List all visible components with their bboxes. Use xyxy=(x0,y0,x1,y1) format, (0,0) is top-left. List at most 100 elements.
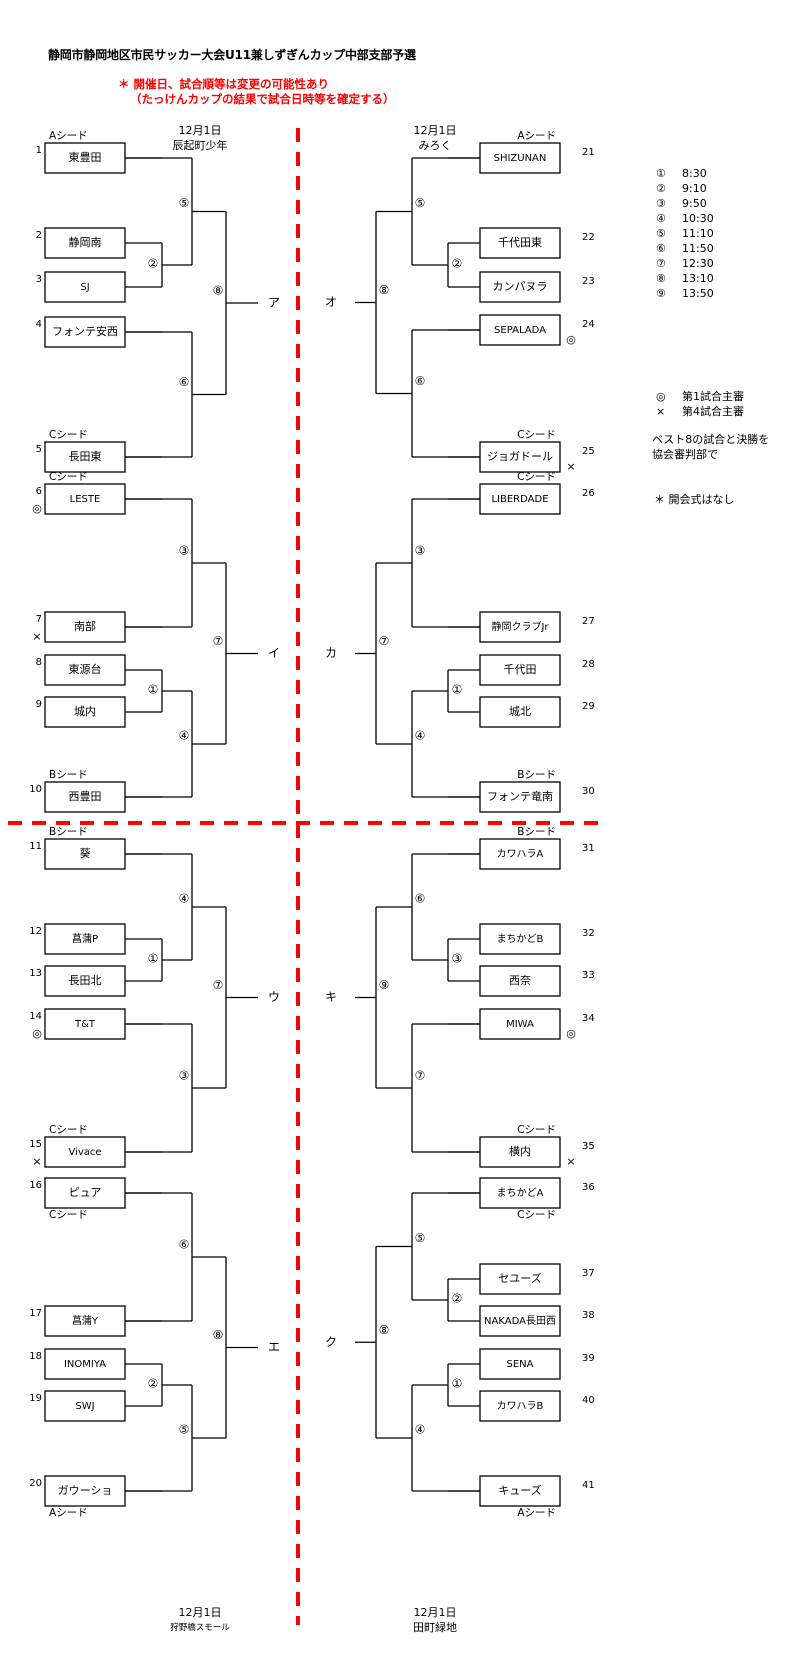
team-number: 2 xyxy=(36,230,42,241)
team-name: 千代田 xyxy=(504,663,537,676)
match-number: ⑤ xyxy=(415,1231,426,1245)
team-box xyxy=(479,781,561,813)
team-box xyxy=(479,923,561,955)
seed-label: Bシード xyxy=(517,769,556,781)
match-number: ③ xyxy=(179,1069,190,1083)
team-number: 28 xyxy=(582,659,595,670)
header-top-left-date: 12月1日 xyxy=(178,124,222,137)
team-name: カンパヌラ xyxy=(493,280,548,293)
seed-label: Aシード xyxy=(517,1507,556,1519)
team-name: LESTE xyxy=(70,494,101,505)
team-name: MIWA xyxy=(506,1019,534,1030)
match-number: ⑥ xyxy=(179,1238,190,1252)
team-number: 10 xyxy=(29,784,42,795)
team-number: 14 xyxy=(29,1011,42,1022)
team-box xyxy=(479,1008,561,1040)
match-number: ⑦ xyxy=(213,978,224,992)
team-box xyxy=(479,314,561,346)
header-bottom-right-date: 12月1日 xyxy=(413,1606,457,1619)
team-number: 15 xyxy=(29,1139,42,1150)
team-number: 24 xyxy=(582,319,595,330)
team-number: 4 xyxy=(36,319,42,330)
match-number: ② xyxy=(452,1292,463,1306)
team-number: 41 xyxy=(582,1480,595,1491)
match-number: ④ xyxy=(415,729,426,743)
match-number: ⑤ xyxy=(415,196,426,210)
team-name: SENA xyxy=(507,1359,534,1370)
seed-label: Cシード xyxy=(49,471,88,483)
seed-label: Cシード xyxy=(517,429,556,441)
team-name: 城内 xyxy=(74,704,96,718)
match-number: ⑦ xyxy=(213,634,224,648)
seed-label: Bシード xyxy=(49,769,88,781)
match-number: ⑥ xyxy=(415,892,426,906)
team-box xyxy=(44,611,126,643)
match-number: ② xyxy=(148,1377,159,1391)
seed-label: Cシード xyxy=(517,1124,556,1136)
team-name: セユーズ xyxy=(498,1271,541,1285)
team-box xyxy=(479,1475,561,1507)
block-label: カ xyxy=(325,646,337,660)
seed-label: Cシード xyxy=(49,429,88,441)
team-box xyxy=(44,965,126,997)
team-number: 31 xyxy=(582,843,595,854)
team-number: 9 xyxy=(36,699,42,710)
match-number: ⑧ xyxy=(213,284,224,298)
change-notice-detail: （たっけんカップの結果で試合日時等を確定する） xyxy=(130,92,395,106)
seed-label: Cシード xyxy=(49,1124,88,1136)
team-number: 25 xyxy=(582,446,595,457)
header-bottom-left-date: 12月1日 xyxy=(178,1606,222,1619)
team-name: 西奈 xyxy=(509,973,531,987)
team-box xyxy=(479,227,561,259)
team-number: 37 xyxy=(582,1268,595,1279)
team-name: 南部 xyxy=(74,619,96,633)
team-number: 38 xyxy=(582,1310,595,1321)
match-number: ② xyxy=(452,257,463,271)
referee-mark: × xyxy=(32,1155,41,1168)
team-name: 菖蒲P xyxy=(72,932,98,945)
referee-mark: × xyxy=(32,630,41,643)
block-label: エ xyxy=(268,1340,280,1354)
team-name: SHIZUNAN xyxy=(494,153,547,164)
team-box xyxy=(479,1348,561,1380)
team-number: 26 xyxy=(582,488,595,499)
team-name: ガウーショ xyxy=(58,1484,113,1497)
team-number: 17 xyxy=(29,1308,42,1319)
team-number: 32 xyxy=(582,928,595,939)
match-number: ⑦ xyxy=(379,634,390,648)
team-box xyxy=(44,781,126,813)
seed-label: Cシード xyxy=(49,1209,88,1221)
referee-mark: × xyxy=(566,460,575,473)
best8-note: ベスト8の試合と決勝を xyxy=(652,433,770,446)
block-label: ク xyxy=(325,1335,337,1349)
seed-label: Bシード xyxy=(49,826,88,838)
team-box xyxy=(479,965,561,997)
team-box xyxy=(44,654,126,686)
team-name: フォンテ竜南 xyxy=(487,789,553,803)
team-name: カワハラA xyxy=(497,848,544,860)
team-number: 27 xyxy=(582,616,595,627)
match-number: ⑦ xyxy=(415,1069,426,1083)
team-name: 葵 xyxy=(80,847,91,860)
team-name: SJ xyxy=(80,282,89,293)
team-number: 23 xyxy=(582,276,595,287)
team-box xyxy=(479,142,561,174)
team-name: 城北 xyxy=(509,705,531,718)
referee-row: ×第4試合主審 xyxy=(656,405,744,418)
team-name: 東源台 xyxy=(69,662,102,676)
match-number: ③ xyxy=(415,544,426,558)
team-number: 12 xyxy=(29,926,42,937)
best8-note-line2: 協会審判部で xyxy=(652,448,718,461)
team-name: LIBERDADE xyxy=(491,494,548,505)
team-box xyxy=(479,1390,561,1422)
seed-label: Bシード xyxy=(517,826,556,838)
team-name: NAKADA長田西 xyxy=(484,1315,556,1327)
team-box xyxy=(479,1177,561,1209)
